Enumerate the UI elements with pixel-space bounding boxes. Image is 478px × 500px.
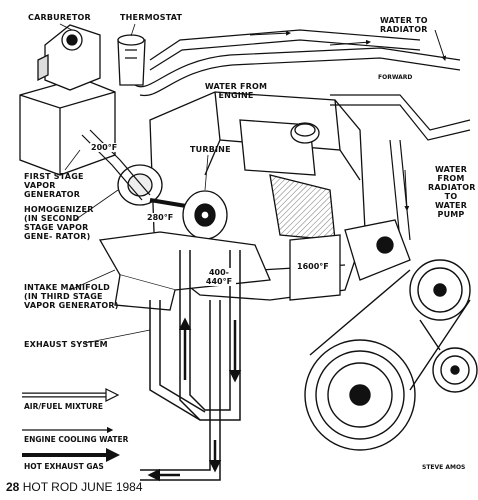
- coolant-arrows: [249, 29, 447, 211]
- homogenizer-label: HOMOGENIZER (IN SECOND STAGE VAPOR GENE-…: [24, 205, 94, 241]
- legend-exhaust: HOT EXHAUST GAS: [24, 462, 104, 471]
- page-number: 28: [6, 480, 20, 494]
- leader-lines: [59, 23, 209, 344]
- temp-1600: 1600°F: [296, 262, 330, 271]
- coolant-lines: [134, 29, 471, 241]
- water-from-radiator-label: WATER FROM RADIATOR TO WATER PUMP: [428, 165, 476, 219]
- turbine-label: TURBINE: [190, 145, 231, 154]
- water-from-engine-label: WATER FROM ENGINE: [204, 82, 268, 100]
- temp-280: 280°F: [146, 213, 175, 222]
- carburetor-label: CARBURETOR: [28, 13, 91, 22]
- thermostat-label: THERMOSTAT: [120, 13, 183, 22]
- intake-manifold-label: INTAKE MANIFOLD (IN THIRD STAGE VAPOR GE…: [24, 283, 119, 310]
- first-stage-label: FIRST STAGE VAPOR GENERATOR: [24, 172, 84, 199]
- temp-400-440: 400-440°F: [202, 268, 236, 286]
- temp-200: 200°F: [90, 143, 119, 152]
- turbine-unit: [117, 164, 228, 240]
- publication-line: HOT ROD JUNE 1984: [22, 480, 143, 494]
- forward-label: FORWARD: [378, 74, 413, 81]
- exhaust-system-label: EXHAUST SYSTEM: [24, 340, 108, 349]
- legend-arrows: [22, 388, 120, 462]
- carburetor-assembly: [19, 24, 116, 176]
- water-to-radiator-label: WATER TO RADIATOR: [380, 16, 428, 34]
- artist-credit: STEVE AMOS: [422, 464, 466, 471]
- page-footer: 28 HOT ROD JUNE 1984: [6, 480, 143, 494]
- legend-air-fuel: AIR/FUEL MIXTURE: [24, 402, 103, 411]
- pulley-assembly: [304, 259, 478, 451]
- exhaust-flow-arrows: [147, 317, 242, 482]
- thermostat-housing: [117, 34, 146, 86]
- legend-cooling: ENGINE COOLING WATER: [24, 435, 129, 444]
